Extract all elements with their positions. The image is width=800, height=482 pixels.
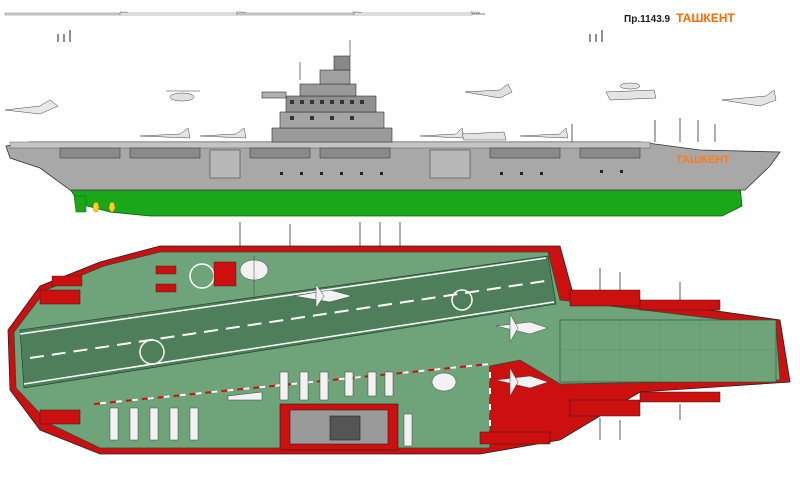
mast-icons-left — [57, 30, 71, 42]
island-plan — [279, 403, 399, 451]
scale-tick-label: 200m — [470, 10, 481, 15]
island-windows — [290, 100, 364, 120]
helipad-circle-2 — [451, 289, 473, 311]
hull-name-text: ТАШКЕНТ — [676, 154, 730, 166]
scale-ruler — [4, 12, 485, 16]
ship-title: Пр.1143.9 ТАШКЕНТ — [624, 9, 735, 27]
angled-runway — [19, 255, 557, 389]
hull-details — [59, 147, 641, 179]
helicopter-profile — [166, 90, 200, 102]
rudder — [73, 195, 87, 213]
hull-underwater — [67, 185, 743, 217]
aew-aircraft-profile — [605, 82, 657, 101]
sponsons — [39, 289, 721, 445]
hull-side — [5, 141, 781, 191]
aircraft-profile-3 — [721, 89, 777, 107]
deck-masts — [571, 118, 716, 142]
runway-edge-top — [19, 257, 547, 335]
aircraft-profile-2 — [464, 83, 513, 99]
plan-masts — [239, 222, 681, 440]
stern-details — [51, 261, 237, 293]
scale-tick-label: 150m — [352, 10, 363, 15]
hull-portholes — [280, 170, 623, 175]
propellers — [92, 201, 116, 213]
scale-tick-label: 50m — [120, 10, 128, 15]
scale-tick-label: 100m — [236, 10, 247, 15]
deck-aircraft-profile — [139, 127, 569, 141]
bow-grid — [560, 320, 776, 382]
island-superstructure — [261, 40, 393, 143]
runway-edge-bottom — [23, 301, 555, 385]
project-number: Пр.1143.9 — [624, 14, 671, 25]
aircraft-profile-1 — [4, 99, 59, 115]
mast-icons-right — [589, 30, 603, 42]
plan-aircraft — [109, 256, 549, 447]
ship-name: ТАШКЕНТ — [676, 11, 735, 25]
landing-circle — [139, 339, 165, 365]
